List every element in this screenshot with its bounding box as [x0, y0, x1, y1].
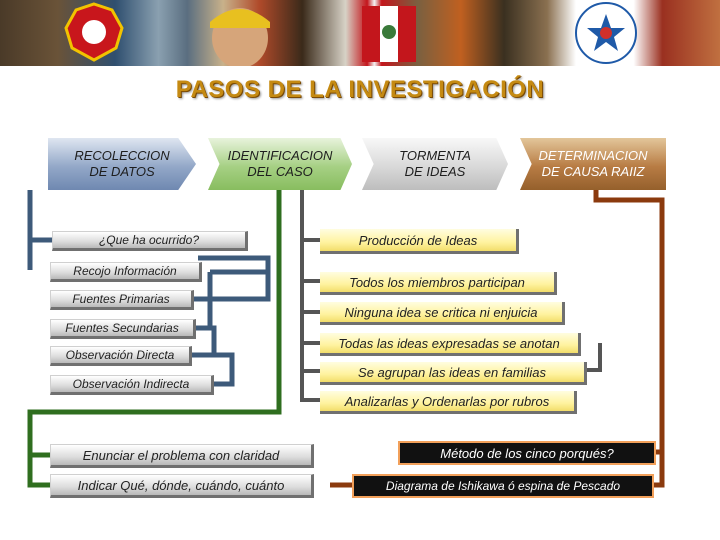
tormenta-item: Se agrupan las ideas en familias: [320, 362, 587, 385]
header-banner: [0, 0, 720, 66]
step-recoleccion-line1: RECOLECCION: [74, 148, 170, 163]
step-recoleccion-line2: DE DATOS: [89, 164, 155, 179]
identificacion-item: Enunciar el problema con claridad: [50, 444, 314, 468]
hermandad-logo: [575, 2, 637, 64]
recoleccion-item: Observación Indirecta: [50, 375, 214, 395]
page-title: PASOS DE LA INVESTIGACIÓN: [175, 76, 545, 103]
step-tormenta-line2: DE IDEAS: [404, 164, 466, 179]
step-tormenta: TORMENTA DE IDEAS: [362, 138, 508, 190]
identificacion-item: Indicar Qué, dónde, cuándo, cuánto: [50, 474, 314, 498]
tormenta-item: Todos los miembros participan: [320, 272, 557, 295]
peru-flag-icon: [362, 6, 416, 62]
step-identificacion: IDENTIFICACION DEL CASO: [208, 138, 352, 190]
tormenta-item: Analizarlas y Ordenarlas por rubros: [320, 391, 577, 414]
tormenta-item: Ninguna idea se critica ni enjuicia: [320, 302, 565, 325]
firefighter-portrait: [210, 8, 270, 66]
tormenta-header: Producción de Ideas: [320, 229, 519, 254]
step-recoleccion: RECOLECCION DE DATOS: [48, 138, 196, 190]
causa-raiz-item: Diagrama de Ishikawa ó espina de Pescado: [352, 474, 654, 498]
recoleccion-item: Fuentes Primarias: [50, 290, 194, 310]
step-tormenta-line1: TORMENTA: [399, 148, 471, 163]
question-box: ¿Que ha ocurrido?: [52, 231, 248, 251]
recoleccion-item: Recojo Información: [50, 262, 202, 282]
causa-raiz-item: Método de los cinco porqués?: [398, 441, 656, 465]
step-identificacion-line2: DEL CASO: [247, 164, 313, 179]
step-causa-raiz: DETERMINACION DE CAUSA RAIIZ: [520, 138, 666, 190]
rescue-badge-icon: [64, 2, 124, 62]
recoleccion-item: Fuentes Secundarias: [50, 319, 196, 339]
step-identificacion-line1: IDENTIFICACION: [227, 148, 333, 163]
tormenta-item: Todas las ideas expresadas se anotan: [320, 333, 581, 356]
recoleccion-item: Observación Directa: [50, 346, 192, 366]
step-causa-raiz-line1: DETERMINACION: [538, 148, 648, 163]
step-causa-raiz-line2: DE CAUSA RAIIZ: [541, 164, 645, 179]
